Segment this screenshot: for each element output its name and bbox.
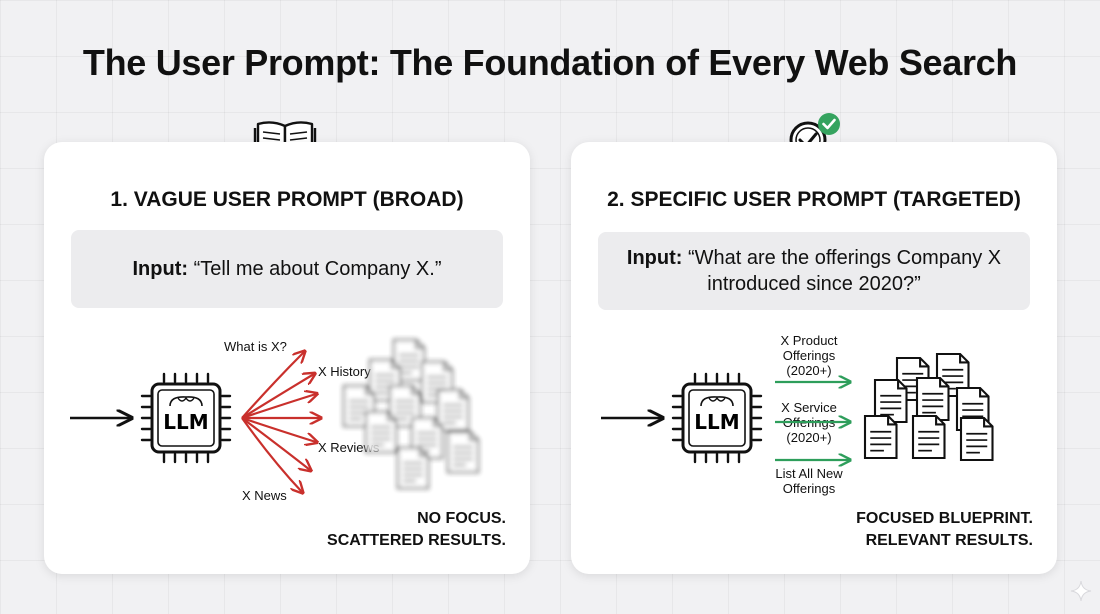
vague-prompt-panel: 1. VAGUE USER PROMPT (BROAD) Input: “Tel… [44,142,530,574]
query-2-line-3: (2020+) [786,430,831,445]
vague-prompt-input: Input: “Tell me about Company X.” [71,230,503,308]
sparkle-icon [1070,580,1092,602]
vague-diagram: LLM What is X? X History X Reviews X New… [70,339,479,503]
specific-diagram: LLM X Product Offerings (2020+) X Servic… [601,333,994,496]
page-title: The User Prompt: The Foundation of Every… [82,42,1018,83]
focused-arrows [775,382,849,460]
branch-label-news: X News [242,488,287,503]
branch-label-reviews: X Reviews [318,440,380,455]
query-2-line-1: X Service [781,400,837,415]
specific-prompt-heading: 2. SPECIFIC USER PROMPT (TARGETED) [607,188,1021,211]
vague-input-text: “Tell me about Company X.” [193,258,442,280]
vague-footer: NO FOCUS. SCATTERED RESULTS. [327,508,506,552]
vague-footer-line1: NO FOCUS. [417,510,506,527]
specific-footer: FOCUSED BLUEPRINT. RELEVANT RESULTS. [856,508,1033,552]
llm-chip-icon: LLM [671,372,763,464]
llm-chip-label: LLM [163,410,208,434]
query-3-line-1: List All New [775,466,843,481]
scattered-documents-icon [343,339,479,489]
branch-label-history: X History [318,364,371,379]
specific-prompt-input: Input: “What are the offerings Company X… [598,232,1030,310]
query-1-line-2: Offerings [783,348,836,363]
vague-prompt-heading: 1. VAGUE USER PROMPT (BROAD) [110,188,464,211]
llm-chip-icon: LLM [140,372,232,464]
query-1-line-1: X Product [780,333,837,348]
specific-footer-line2: RELEVANT RESULTS. [865,532,1033,549]
specific-prompt-panel: 2. SPECIFIC USER PROMPT (TARGETED) Input… [571,142,1057,574]
relevant-documents-icon [863,352,994,462]
scattered-arrows [241,352,320,492]
specific-footer-line1: FOCUSED BLUEPRINT. [856,510,1033,527]
input-label: Input: [132,258,189,280]
branch-label-what-is-x: What is X? [224,339,287,354]
query-labels: X Product Offerings (2020+) X Service Of… [775,333,843,496]
query-3-line-2: Offerings [783,481,836,496]
llm-chip-label: LLM [694,410,739,434]
specific-input-text: “What are the offerings Company X introd… [687,247,1002,295]
vague-footer-line2: SCATTERED RESULTS. [327,532,506,549]
input-label: Input: [626,247,683,269]
query-1-line-3: (2020+) [786,363,831,378]
